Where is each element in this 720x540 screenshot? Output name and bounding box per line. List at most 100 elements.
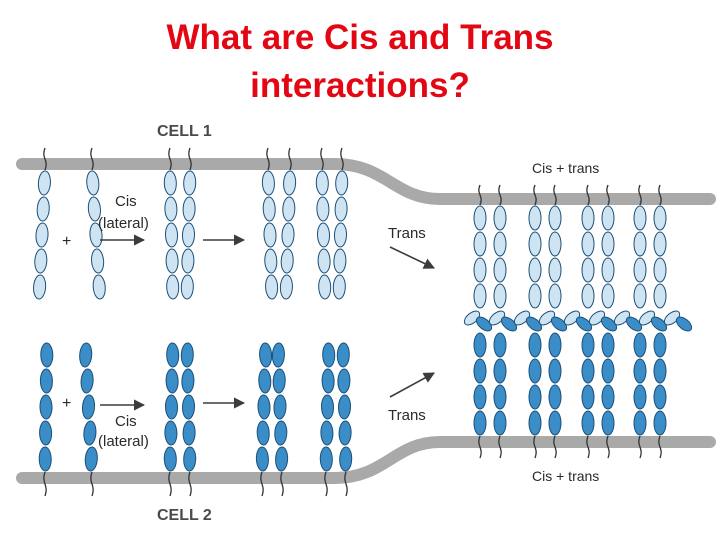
molecule-domain	[653, 231, 667, 257]
molecule-domain	[638, 310, 656, 326]
molecule-domain	[183, 446, 197, 472]
molecule-domain	[601, 358, 615, 384]
molecule-domain	[548, 410, 562, 436]
transmembrane-tail	[324, 471, 328, 497]
molecule-domain	[528, 283, 542, 309]
adhesion-molecules	[33, 147, 693, 497]
molecule-domain	[493, 410, 507, 436]
molecule-domain	[528, 257, 542, 283]
molecule-domain	[493, 205, 507, 231]
molecule-domain	[653, 205, 667, 231]
molecule-domain	[87, 196, 101, 222]
molecule-domain	[473, 283, 487, 309]
molecule-domain	[488, 310, 506, 326]
molecule-domain	[84, 446, 98, 472]
molecule-domain	[548, 384, 562, 410]
molecule-domain	[180, 274, 194, 300]
molecule-domain	[182, 196, 196, 222]
molecule-domain	[588, 310, 606, 326]
molecule-domain	[318, 274, 332, 300]
molecule-domain	[39, 394, 53, 420]
molecule-domain	[473, 358, 487, 384]
molecule-domain	[272, 368, 286, 394]
molecule-domain	[601, 384, 615, 410]
cis-label-bottom: Cis	[115, 413, 137, 430]
transmembrane-tail	[43, 147, 47, 171]
molecule-domain	[334, 196, 348, 222]
molecule-domain	[274, 420, 288, 446]
molecule-domain	[528, 384, 542, 410]
molecule-domain	[653, 257, 667, 283]
molecule-domain	[563, 310, 581, 326]
molecule-domain	[37, 170, 51, 196]
lateral-label-top: (lateral)	[98, 215, 149, 232]
molecule-domain	[581, 205, 595, 231]
transmembrane-tail	[606, 435, 610, 459]
slide-title: What are Cis and Trans interactions?	[0, 14, 720, 110]
molecule-domain	[473, 384, 487, 410]
molecule-domain	[337, 368, 351, 394]
molecule-domain	[581, 332, 595, 358]
molecule-domain	[548, 205, 562, 231]
molecule-domain	[653, 384, 667, 410]
molecule-domain	[633, 257, 647, 283]
molecule-domain	[320, 394, 335, 420]
molecule-domain	[550, 316, 568, 332]
transmembrane-tail	[280, 471, 284, 497]
molecule-domain	[633, 410, 647, 436]
molecule-domain	[528, 205, 542, 231]
molecule-domain	[39, 368, 53, 394]
molecule-domain	[581, 410, 595, 436]
molecule-domain	[86, 170, 100, 196]
cis-label-top: Cis	[115, 193, 137, 210]
molecule-domain	[321, 368, 335, 394]
transmembrane-tail	[606, 184, 610, 206]
molecule-domain	[493, 384, 507, 410]
molecule-domain	[317, 248, 331, 274]
cis-trans-label-top: Cis + trans	[532, 160, 599, 176]
molecule-domain	[259, 342, 273, 368]
molecule-domain	[79, 342, 93, 368]
molecule-domain	[181, 394, 196, 420]
molecule-domain	[528, 358, 542, 384]
transmembrane-tail	[498, 435, 502, 459]
molecule-domain	[601, 332, 615, 358]
molecule-domain	[257, 394, 271, 420]
molecule-domain	[333, 248, 347, 274]
transmembrane-tail	[638, 435, 642, 459]
lateral-label-bottom: (lateral)	[98, 433, 149, 450]
transmembrane-tail	[168, 471, 172, 497]
molecule-domain	[653, 358, 667, 384]
molecule-domain	[256, 420, 270, 446]
molecule-domain	[653, 332, 667, 358]
molecule-domain	[166, 342, 180, 368]
molecule-domain	[279, 274, 293, 300]
molecule-domain	[91, 248, 105, 274]
molecule-domain	[182, 420, 196, 446]
plus-sign-bottom: +	[62, 395, 71, 412]
molecule-domain	[675, 316, 693, 332]
molecule-domain	[581, 257, 595, 283]
molecule-domain	[275, 446, 289, 472]
molecule-domain	[264, 248, 278, 274]
molecule-domain	[164, 196, 178, 222]
molecule-domain	[575, 316, 593, 332]
molecule-domain	[653, 283, 667, 309]
molecule-domain	[581, 283, 595, 309]
molecule-domain	[500, 316, 518, 332]
transmembrane-tail	[553, 184, 557, 206]
molecule-domain	[281, 222, 295, 248]
molecule-domain	[35, 222, 49, 248]
molecule-domain	[283, 170, 297, 196]
molecule-domain	[548, 257, 562, 283]
molecule-domain	[653, 410, 667, 436]
molecule-domain	[280, 248, 294, 274]
molecule-domain	[473, 257, 487, 283]
molecule-domain	[80, 368, 94, 394]
molecule-domain	[164, 420, 178, 446]
molecule-domain	[528, 410, 542, 436]
molecule-domain	[316, 196, 330, 222]
molecule-domain	[633, 283, 647, 309]
transmembrane-tail	[498, 184, 502, 206]
